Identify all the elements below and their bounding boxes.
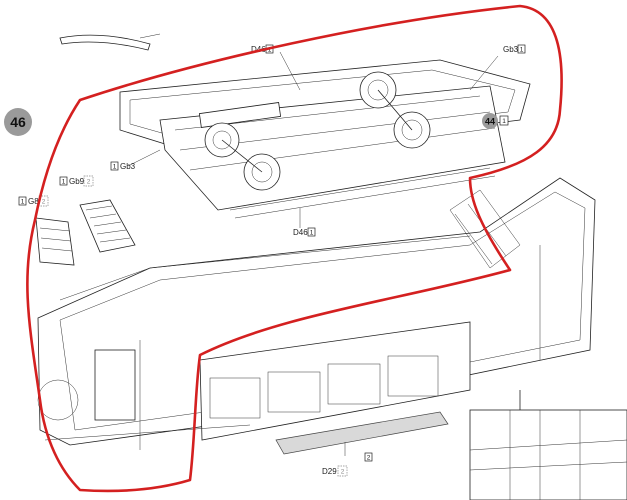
svg-text:1: 1 [62, 179, 66, 186]
svg-text:1: 1 [113, 164, 117, 171]
d29-part [275, 411, 449, 455]
red-annotation-outline [26, 4, 563, 493]
svg-text:D46: D46 [293, 228, 308, 237]
svg-text:1: 1 [520, 47, 524, 54]
detail-inset [469, 390, 627, 500]
svg-text:2: 2 [341, 469, 345, 476]
tram-body [37, 177, 596, 450]
part-label-gb3-right: Gb3 1 [503, 44, 526, 54]
svg-text:D29: D29 [322, 467, 337, 476]
svg-text:2: 2 [87, 179, 91, 186]
step-badge: 46 [4, 108, 32, 136]
svg-text:1: 1 [310, 230, 314, 237]
part-label-d29: D29 2 [322, 465, 348, 477]
svg-text:Gb9: Gb9 [69, 177, 85, 186]
svg-text:1: 1 [21, 199, 25, 206]
part-label-gb9: 1 Gb9 2 [59, 175, 94, 187]
part-label-d29-marker: 2 [364, 452, 373, 462]
part-label-g8: 1 G8 2 [18, 195, 49, 207]
svg-text:Gb3: Gb3 [120, 162, 136, 171]
svg-text:1: 1 [268, 47, 272, 54]
svg-text:1: 1 [502, 118, 506, 125]
sub-step-badge: 44 1 [482, 113, 509, 129]
loose-roof-piece [59, 33, 161, 51]
svg-text:Gb3: Gb3 [503, 45, 519, 54]
bogie-underframe-assembly [119, 59, 531, 219]
svg-text:44: 44 [485, 117, 495, 127]
part-label-gb3-left: 1 Gb3 [110, 161, 136, 171]
svg-text:2: 2 [367, 455, 371, 462]
grille-parts [35, 199, 136, 266]
step-number: 46 [10, 114, 26, 130]
svg-text:G8: G8 [28, 197, 39, 206]
part-label-d46-bottom: D46 1 [293, 227, 316, 237]
svg-text:2: 2 [42, 199, 46, 206]
leader-lines [127, 51, 499, 456]
